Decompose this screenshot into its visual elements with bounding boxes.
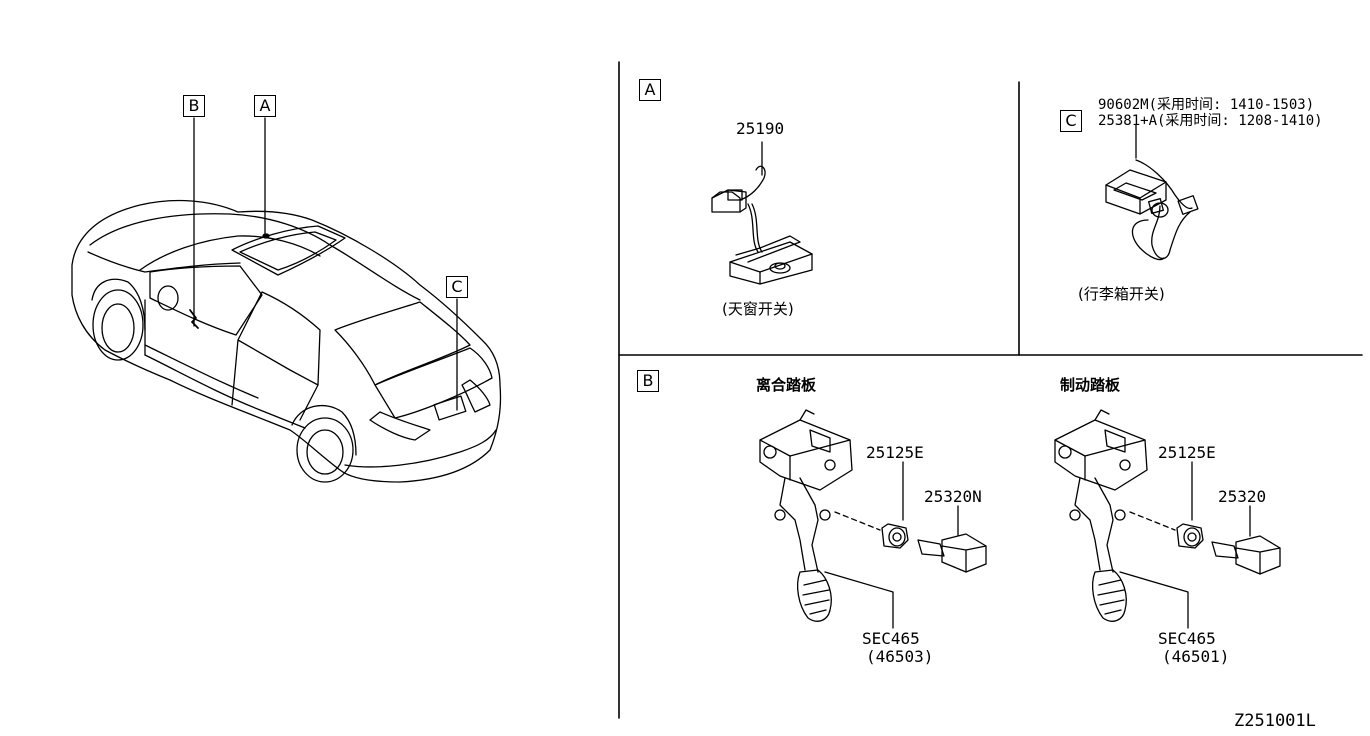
brake-sec-ref: SEC465 [1158,629,1216,648]
clutch-sec-ref: SEC465 [862,629,920,648]
trunk-switch-drawing [1105,124,1199,261]
clutch-pedal-drawing [759,409,987,629]
brake-pedal-drawing [1054,409,1281,629]
clutch-pedal-title: 离合踏板 [756,376,817,394]
drawing-id: Z251001L [1234,711,1316,731]
trunk-switch-caption: (行李箱开关) [1078,285,1165,303]
part-number-25190: 25190 [736,119,785,138]
sunroof-switch-drawing [711,141,813,285]
brake-pedal-title: 制动踏板 [1060,376,1121,394]
brake-switch-part: 25320 [1218,487,1267,506]
callout-b: B [183,95,205,117]
clutch-switch-part: 25320N [924,487,982,506]
car-illustration [71,199,502,483]
panel-c-label: C [1060,110,1082,132]
callout-leaders [193,117,458,411]
clutch-clip-part: 25125E [866,443,924,462]
callout-a: A [254,95,276,117]
panel-dividers [618,61,1363,719]
part-number-25381a: 25381+A(采用时间: 1208-1410) [1098,113,1323,129]
callout-c: C [446,276,468,298]
part-number-90602m: 90602M(采用时间: 1410-1503) [1098,97,1315,113]
panel-a-label: A [639,79,661,101]
brake-clip-part: 25125E [1158,443,1216,462]
panel-b-label: B [637,370,659,392]
brake-sec-number: (46501) [1162,647,1230,666]
sunroof-switch-caption: (天窗开关) [722,300,794,318]
clutch-sec-number: (46503) [866,647,934,666]
